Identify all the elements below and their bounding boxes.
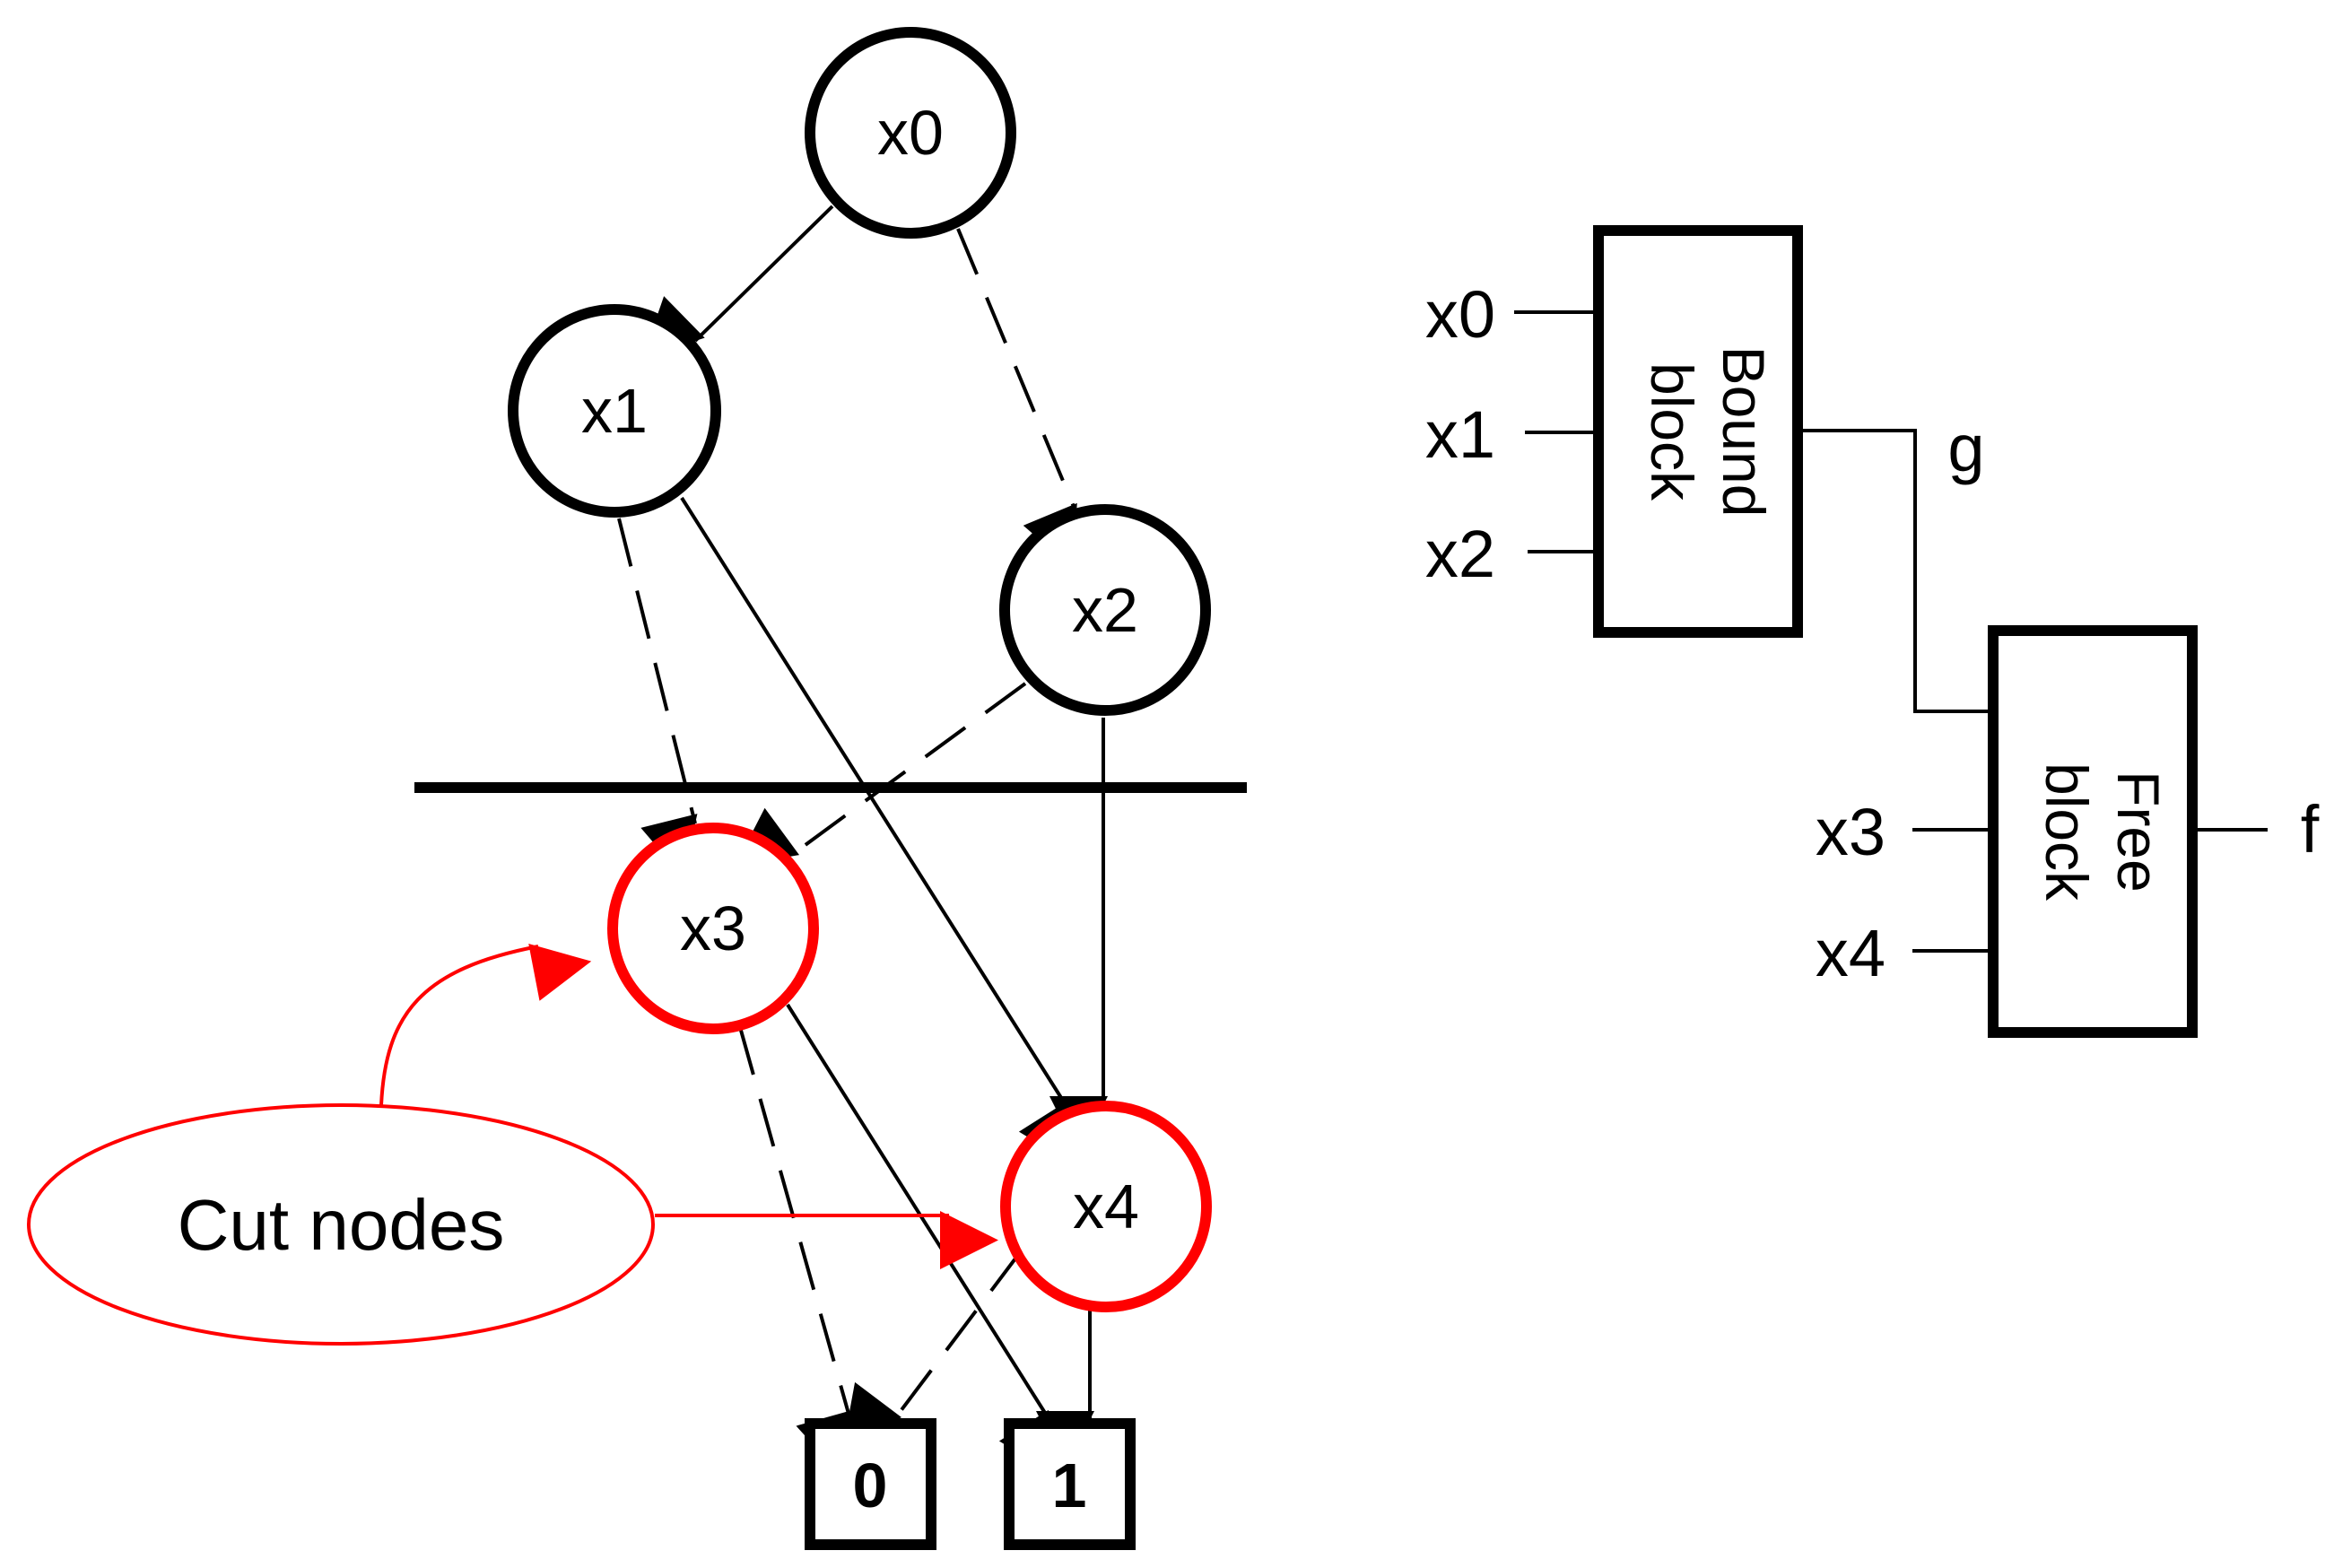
edge-x0-x2 (956, 228, 1078, 569)
node-label: x3 (680, 893, 746, 963)
edge-x3-t1 (786, 1003, 1056, 1476)
bound-input-x2: x2 (1425, 517, 1495, 591)
bdd-node-x3: x3 (607, 823, 819, 1034)
callout-label: Cut nodes (178, 1185, 505, 1265)
node-label: x0 (877, 98, 944, 168)
free-block-pins (1912, 828, 2268, 953)
edge-x4-t0 (842, 1250, 1023, 1447)
bdd-node-x0: x0 (805, 27, 1016, 239)
edge-x1-x4 (680, 496, 1076, 1166)
edge-x0-x1 (642, 205, 834, 358)
bound-input-x0: x0 (1425, 277, 1495, 352)
bound-output-g: g (1947, 411, 1984, 485)
terminal-label: 0 (853, 1450, 888, 1520)
node-label: x2 (1072, 575, 1138, 645)
edge-x2-x3 (735, 682, 1027, 867)
cut-nodes-callout: Cut nodes (27, 943, 998, 1346)
bound-input-x1: x1 (1425, 397, 1495, 472)
free-input-x3: x3 (1816, 795, 1885, 869)
bdd-node-x2: x2 (999, 504, 1211, 716)
free-block-label-line2: block (2034, 762, 2100, 902)
node-label: x1 (581, 376, 648, 446)
free-block-label-line1: Free (2105, 771, 2172, 893)
callout-arrow-x3 (379, 943, 592, 1106)
terminal-0: 0 (805, 1418, 936, 1550)
free-block: Free block (1988, 625, 2198, 1038)
free-input-x4: x4 (1816, 916, 1885, 990)
node-label: x4 (1073, 1172, 1139, 1241)
edge-x1-x3 (617, 518, 698, 878)
bdd-node-x4: x4 (1000, 1101, 1212, 1312)
bdd-node-x1: x1 (508, 304, 721, 518)
bound-block-label-line2: block (1639, 362, 1705, 501)
bound-block-label-line1: Bound (1711, 346, 1777, 518)
bound-block-pins (1514, 310, 1993, 713)
wire-g (1798, 429, 1993, 713)
edge-x3-t0 (738, 1026, 853, 1475)
free-output-f: f (2301, 792, 2320, 867)
terminal-label: 1 (1052, 1450, 1087, 1520)
terminal-1: 1 (1004, 1418, 1136, 1550)
bound-block: Bound block (1593, 225, 1803, 638)
